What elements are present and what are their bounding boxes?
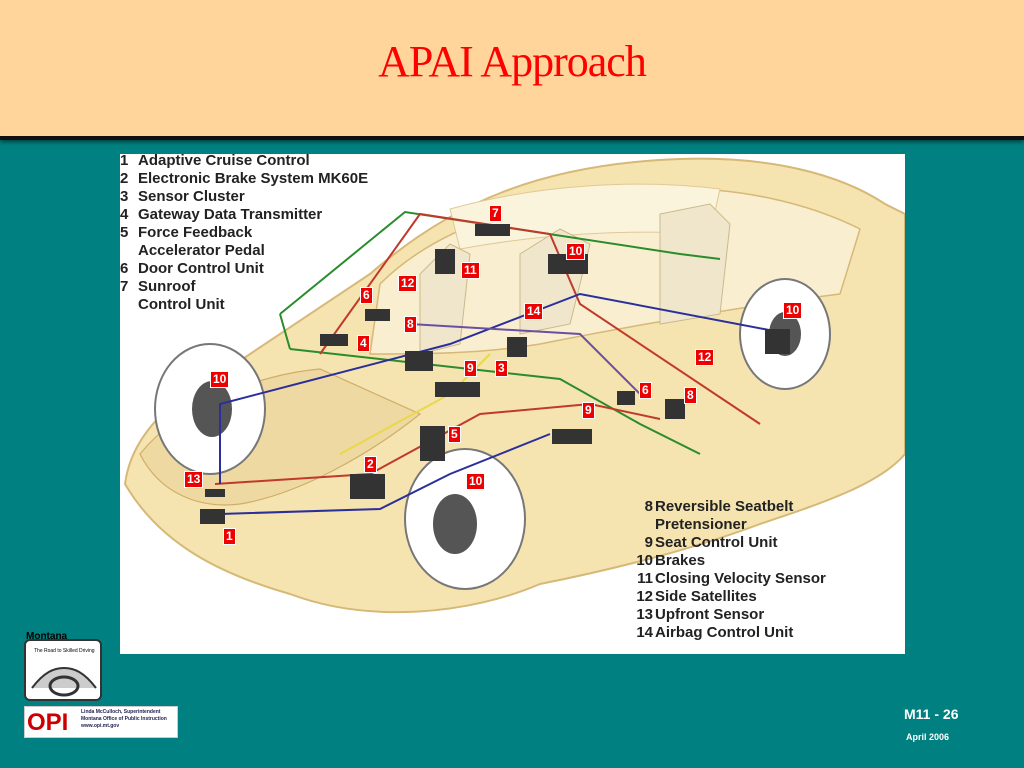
callout-label: 7 bbox=[489, 205, 502, 222]
opi-abbr: OPI bbox=[27, 709, 69, 736]
callout-label: 8 bbox=[404, 316, 417, 333]
montana-driving-logo: Montana The Road to Skilled Driving bbox=[24, 631, 104, 702]
callout-label: 12 bbox=[695, 349, 715, 366]
callout-label: 10 bbox=[566, 243, 586, 260]
callout-label: 1 bbox=[223, 528, 236, 545]
legend-item: Control Unit bbox=[138, 296, 225, 313]
title-bar: APAI Approach bbox=[0, 0, 1024, 140]
slide-title: APAI Approach bbox=[378, 37, 647, 86]
callout-label: 14 bbox=[524, 303, 544, 320]
callout-label: 13 bbox=[184, 471, 204, 488]
logo-state-text: Montana bbox=[26, 631, 68, 642]
opi-text: Linda McCulloch, Superintendent Montana … bbox=[81, 709, 167, 729]
opi-logo: OPI Linda McCulloch, Superintendent Mont… bbox=[24, 706, 178, 738]
callout-label: 5 bbox=[448, 426, 461, 443]
car-illustration bbox=[123, 157, 905, 614]
callout-label: 10 bbox=[210, 371, 230, 388]
callout-label: 12 bbox=[398, 275, 418, 292]
callout-label: 4 bbox=[357, 335, 370, 352]
callout-label: 9 bbox=[582, 402, 595, 419]
steering-wheel-icon bbox=[24, 639, 102, 701]
callout-label: 11 bbox=[461, 262, 480, 279]
legend-item: Accelerator Pedal bbox=[138, 242, 265, 259]
callout-label: 6 bbox=[639, 382, 652, 399]
callout-label: 10 bbox=[783, 302, 803, 319]
slide-date: April 2006 bbox=[906, 732, 950, 742]
callout-label: 9 bbox=[464, 360, 477, 377]
logo-tagline: The Road to Skilled Driving bbox=[34, 648, 95, 654]
legend-item: Pretensioner bbox=[655, 516, 747, 533]
callout-label: 10 bbox=[466, 473, 486, 490]
slide-number: M11 - 26 bbox=[904, 706, 959, 722]
callout-label: 3 bbox=[495, 360, 508, 377]
callout-label: 6 bbox=[360, 287, 373, 304]
callout-label: 2 bbox=[364, 456, 377, 473]
callout-label: 8 bbox=[684, 387, 697, 404]
